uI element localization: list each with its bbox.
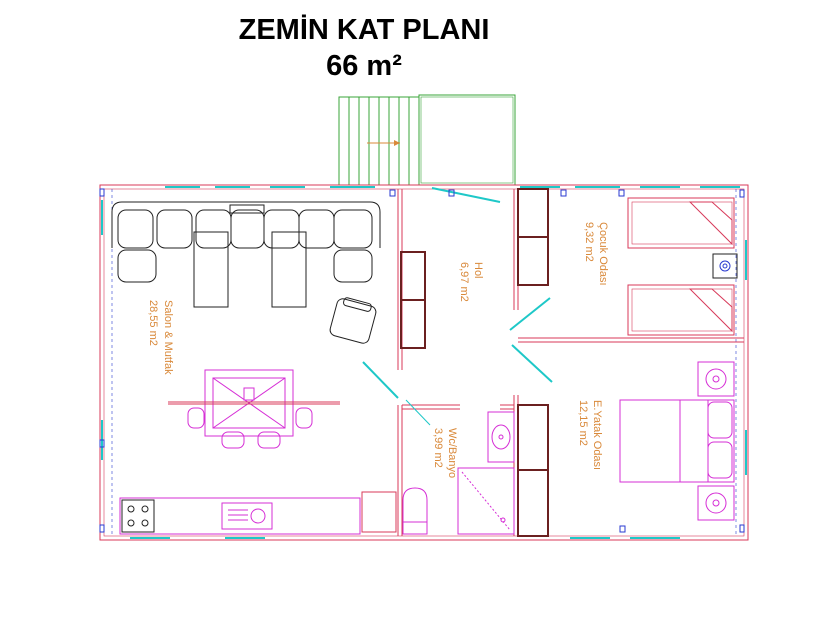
child-wardrobe [517,188,549,286]
room-area-wc: 3,99 m2 [432,428,444,468]
child-beds [627,197,738,336]
room-name-wc: Wc/Banyo [446,428,458,478]
bedroom-wardrobe [517,404,549,537]
total-area: 66 m² [326,50,402,82]
room-name-cocuk: Çocuk Odası [597,222,609,286]
dining-table [168,369,340,449]
interior-walls [397,189,744,536]
sofa [111,201,381,308]
room-area-hol: 6,97 m2 [458,262,470,302]
hall-cabinet [400,251,426,349]
bathroom-fixtures [402,411,515,535]
kitchen-counter [119,491,397,535]
staircase [338,94,516,186]
column-markers [99,188,745,533]
room-area-cocuk: 9,32 m2 [583,222,595,262]
room-name-hol: Hol [472,262,484,279]
doors [362,187,553,426]
room-area-salon: 28,55 m2 [147,300,159,346]
armchair [329,297,377,344]
plan-title: ZEMİN KAT PLANI [238,14,490,46]
outer-walls [99,184,749,541]
double-bed [619,361,735,521]
room-area-yatak: 12,15 m2 [577,400,589,446]
room-name-yatak: E.Yatak Odası [591,400,603,470]
room-name-salon: Salon & Mutfak [162,300,174,375]
windows [101,186,747,539]
